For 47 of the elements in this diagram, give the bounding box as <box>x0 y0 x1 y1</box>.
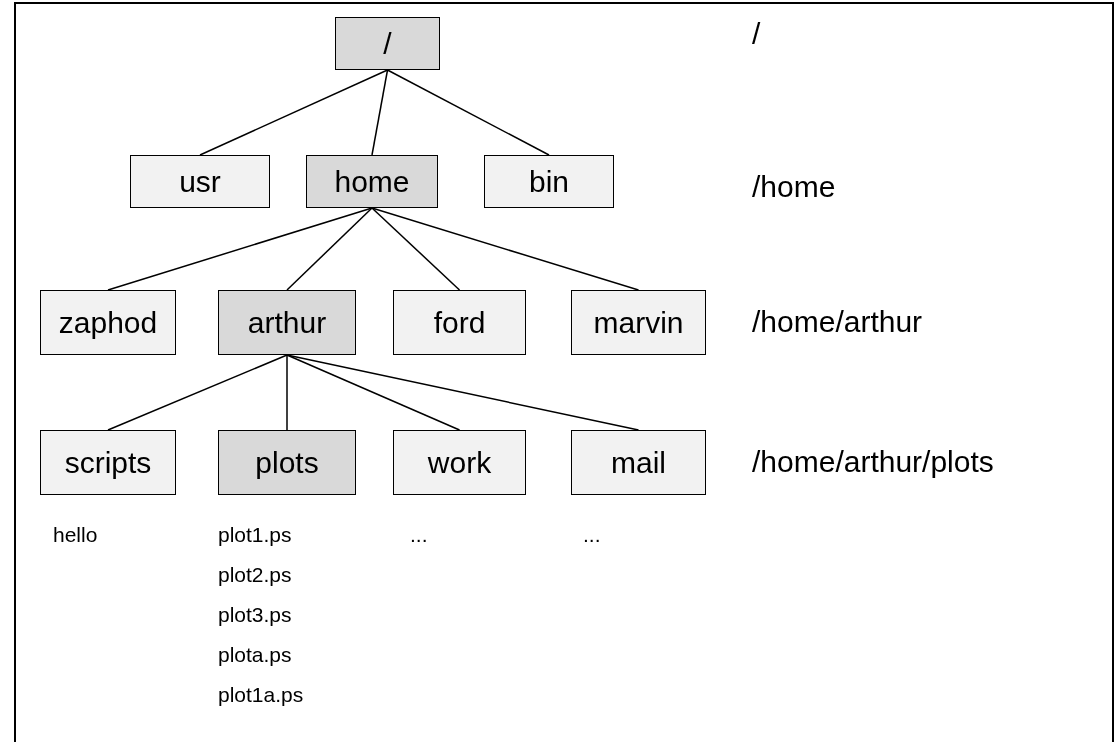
connector-line <box>286 207 373 291</box>
path-label: /home/arthur <box>752 305 923 339</box>
file-name: plota.ps <box>218 642 293 668</box>
folder-box <box>393 430 526 495</box>
connector-line <box>371 69 389 156</box>
file-name: ... <box>410 522 428 548</box>
connector-line <box>386 69 550 156</box>
connector-line <box>371 207 461 291</box>
folder-box <box>571 430 706 495</box>
connector-line <box>107 207 373 291</box>
folder-name: / <box>383 26 392 61</box>
folder-name: marvin <box>593 305 684 340</box>
folder-box <box>40 430 176 495</box>
folder-box <box>218 430 356 495</box>
path-label: /home <box>752 170 836 204</box>
file-name: hello <box>53 522 98 548</box>
connector-line <box>286 354 640 431</box>
folder-box <box>40 290 176 355</box>
folder-name: mail <box>611 445 666 480</box>
folder-box <box>484 155 614 208</box>
connector-line <box>286 354 461 431</box>
folder-name: plots <box>255 445 319 480</box>
path-label: / <box>752 17 761 51</box>
connector-line <box>107 354 288 431</box>
folder-name: scripts <box>64 445 152 480</box>
connector-line <box>199 69 389 156</box>
connector-line <box>286 354 288 431</box>
folder-box <box>393 290 526 355</box>
folder-name: usr <box>179 164 221 199</box>
folder-box <box>130 155 270 208</box>
folder-box <box>218 290 356 355</box>
file-name: plot1a.ps <box>218 682 304 708</box>
folder-name: arthur <box>247 305 327 340</box>
file-name: plot3.ps <box>218 602 293 628</box>
folder-name: work <box>427 445 492 480</box>
folder-box <box>306 155 438 208</box>
folder-name: home <box>334 164 410 199</box>
file-name: plot1.ps <box>218 522 293 548</box>
connector-line <box>371 207 640 291</box>
folder-box <box>571 290 706 355</box>
path-label: /home/arthur/plots <box>752 445 994 479</box>
folder-name: zaphod <box>58 305 158 340</box>
folder-box <box>335 17 440 70</box>
file-name: ... <box>583 522 601 548</box>
folder-name: bin <box>528 164 569 199</box>
file-name: plot2.ps <box>218 562 293 588</box>
folder-name: ford <box>433 305 486 340</box>
